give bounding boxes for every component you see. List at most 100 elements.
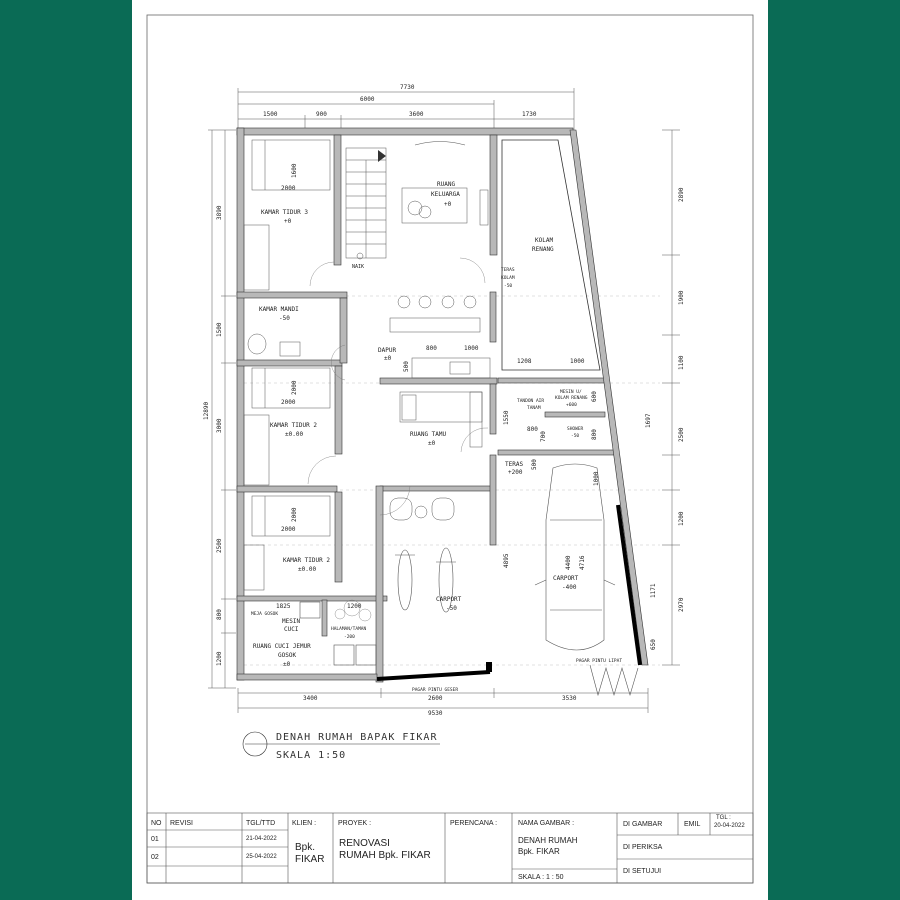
dim-int-800-b: 800 [527, 426, 538, 433]
dim-right-8: 1171 [650, 583, 657, 598]
dim-top-2: 900 [316, 111, 327, 118]
kitchen-bar [389, 295, 491, 379]
dim-int-2000-d: 2000 [281, 526, 296, 533]
tb-nama-gambar-label: NAMA GAMBAR : [518, 820, 575, 827]
dim-int-800-c: 800 [591, 429, 598, 440]
dim-int-1000-b: 1000 [570, 358, 585, 365]
dim-top-4: 1730 [522, 111, 537, 118]
dim-int-1200: 1200 [347, 603, 362, 610]
dim-int-1208: 1208 [517, 358, 532, 365]
dim-right-5: 2500 [678, 427, 685, 442]
room-shower-level: -50 [571, 433, 579, 439]
label-pagar-geser: PAGAR PINTU GESER [412, 687, 458, 693]
label-mesin-cuci: MESIN [282, 618, 300, 625]
room-ruang-keluarga-2: KELUARGA [431, 191, 460, 198]
tb-row-2-no: 02 [151, 854, 159, 861]
dim-right-3: 1100 [678, 355, 685, 370]
tb-row-1-date: 21-04-2022 [246, 836, 277, 842]
room-carport-motor-level: -50 [446, 605, 457, 612]
room-halaman-level: -200 [344, 634, 355, 640]
garden-plants [334, 599, 372, 622]
room-ruang-keluarga: RUANG [437, 181, 455, 188]
dim-int-1000-c: 1000 [593, 471, 600, 486]
dim-left-1: 3890 [216, 205, 223, 220]
dim-right-9: 650 [650, 639, 657, 650]
room-ruang-tamu: RUANG TAMU [410, 431, 447, 438]
tb-diperiksa-label: DI PERIKSA [623, 844, 663, 851]
dim-left-4: 2500 [216, 538, 223, 553]
room-kamar-tidur-2a-level: ±0.00 [285, 431, 303, 438]
tb-row-2-date: 25-04-2022 [246, 854, 277, 860]
dim-left-5: 800 [216, 609, 223, 620]
room-ruang-cuci-2: GOSOK [278, 652, 296, 659]
tb-row-1-no: 01 [151, 836, 159, 843]
dim-top-1: 1500 [263, 111, 278, 118]
wardrobes [243, 224, 270, 591]
gate-post [486, 662, 492, 672]
room-carport-level: -400 [562, 584, 577, 591]
terrace-chairs [389, 497, 455, 521]
room-kamar-tidur-3: KAMAR TIDUR 3 [261, 209, 308, 216]
room-kolam-renang-2: RENANG [532, 246, 554, 253]
dim-int-1550: 1550 [503, 410, 510, 425]
room-teras-kolam: TERAS [501, 267, 515, 273]
room-dapur-level: ±0 [384, 355, 392, 362]
tb-disetujui-label: DI SETUJUI [623, 868, 662, 875]
dim-top-sub: 6000 [360, 96, 375, 103]
motorcycles [395, 547, 456, 613]
south-fence-black [376, 670, 491, 681]
room-teras-level: +200 [508, 469, 523, 476]
room-teras-kolam-2: KOLAM [501, 275, 515, 281]
room-carport-motor: CARPORT [436, 596, 462, 603]
tb-revisi-label: REVISI [170, 820, 193, 827]
laundry-units [299, 601, 377, 666]
kolam-renang-outline [501, 139, 601, 371]
dim-int-700: 700 [540, 431, 547, 442]
family-sofa [401, 187, 489, 226]
room-ruang-keluarga-level: +0 [444, 201, 452, 208]
room-halaman: HALAMAN/TAMAN [331, 626, 367, 632]
room-kamar-tidur-3-level: +0 [284, 218, 292, 225]
label-pagar-lipat: PAGAR PINTU LIPAT [576, 658, 622, 664]
dim-bottom-1: 3400 [303, 695, 318, 702]
dim-top-total: 7730 [400, 84, 415, 91]
caption-title: DENAH RUMAH BAPAK FIKAR [276, 732, 437, 743]
room-teras-kolam-level: -50 [504, 283, 512, 289]
dim-right-4: 1697 [645, 413, 652, 428]
tb-perencana-label: PERENCANA : [450, 820, 498, 827]
label-mesin-cuci-2: CUCI [284, 626, 299, 633]
stairs-naik-label: NAIK [352, 264, 364, 270]
caption-scale: SKALA 1:50 [276, 750, 346, 761]
room-kamar-tidur-2a: KAMAR TIDUR 2 [270, 422, 317, 429]
room-shower: SHOWER [567, 426, 584, 432]
dim-right-7: 2970 [678, 597, 685, 612]
room-ruang-cuci: RUANG CUCI JEMUR [253, 643, 311, 650]
tb-tgl-ttd-label: TGL/TTD [246, 820, 276, 827]
tb-proyek-value: RENOVASI RUMAH Bpk. FIKAR [339, 838, 431, 861]
car-outline [534, 463, 616, 651]
dim-right-1: 2890 [678, 187, 685, 202]
dim-int-1825: 1825 [276, 603, 291, 610]
dimension-lines [208, 88, 680, 713]
dim-int-800-a: 800 [426, 345, 437, 352]
room-ruang-tamu-level: ±0 [428, 440, 436, 447]
room-tandon-air: TANDON AIR [517, 398, 544, 404]
room-mesin-kolam-level: +600 [566, 402, 577, 408]
stairs-arrow [378, 150, 386, 162]
dim-int-4895: 4895 [503, 553, 510, 568]
room-kamar-tidur-2b-level: ±0.00 [298, 566, 316, 573]
dim-int-4716: 4716 [579, 555, 586, 570]
room-carport: CARPORT [553, 575, 579, 582]
tb-tgl-label: TGL : [716, 815, 731, 821]
tb-nama-gambar-value: DENAH RUMAH Bpk. FIKAR [518, 836, 578, 856]
dim-int-1600: 1600 [291, 163, 298, 178]
dim-bottom-3: 3530 [562, 695, 577, 702]
tb-tgl-value: 20-04-2022 [714, 823, 745, 829]
room-kamar-mandi: KAMAR MANDI [259, 306, 299, 313]
dim-int-2000-c: 2000 [291, 380, 298, 395]
room-dapur: DAPUR [378, 347, 396, 354]
dim-int-4400: 4400 [565, 555, 572, 570]
dim-int-600: 600 [591, 391, 598, 402]
tb-skala-label: SKALA : 1 : 50 [518, 874, 564, 881]
